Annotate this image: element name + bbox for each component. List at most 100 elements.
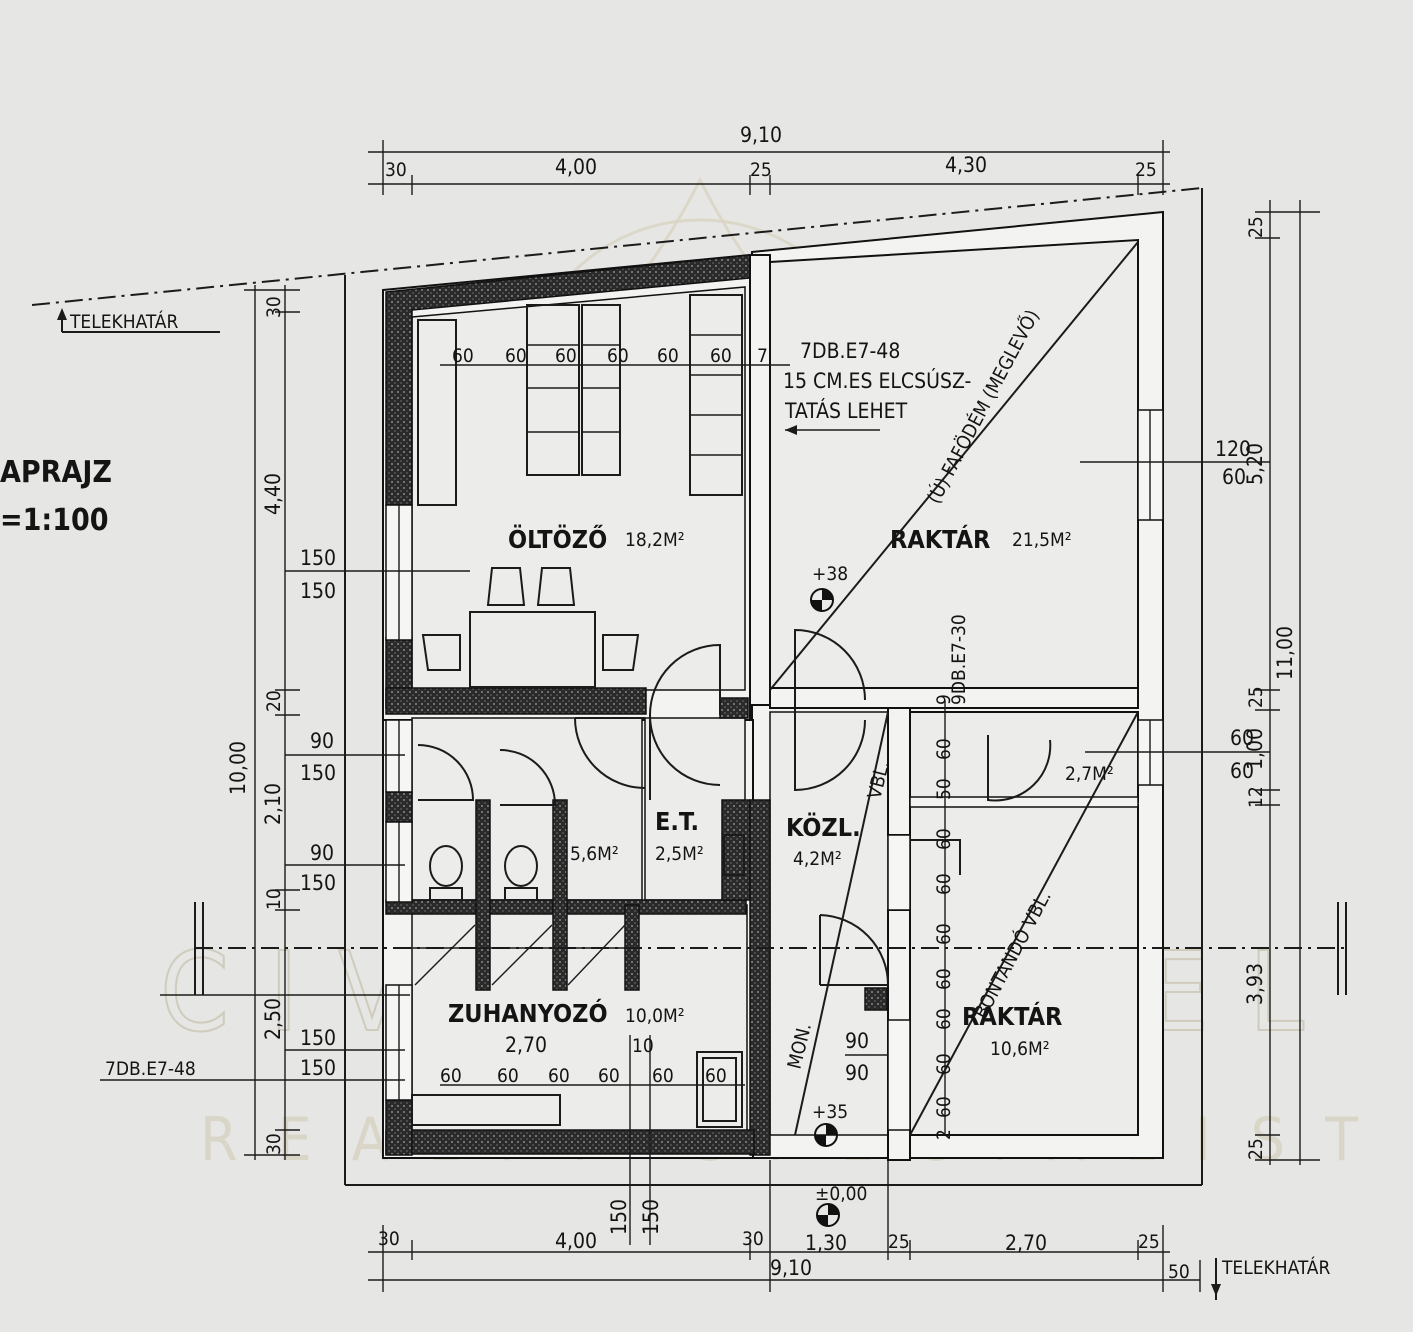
top-chain-5: 60: [657, 345, 679, 367]
top-dim-3: 25: [750, 159, 772, 181]
top-chain-3: 60: [555, 345, 577, 367]
bottom-dim-2: 4,00: [555, 1229, 597, 1253]
note-bottom-left: 7DB.E7-48: [105, 1058, 196, 1080]
right-dimensions: 25 5,20 25 1,00 12 3,93 25 11,00: [1243, 200, 1320, 1165]
win-60a: 60: [1222, 465, 1246, 489]
left-dim-1: 30: [263, 296, 285, 318]
furniture: [411, 294, 745, 1128]
w150f: 150: [300, 1056, 336, 1080]
room-et: E.T.: [655, 807, 699, 836]
room-raktar-2-area: 10,6M²: [990, 1038, 1050, 1060]
room-labels: ÖLTÖZŐ 18,2M² RAKTÁR 21,5M² 5,6M² E.T. 2…: [448, 524, 1114, 1060]
w150e: 150: [300, 1026, 336, 1050]
level-2: +35: [812, 1101, 848, 1123]
top-total-dim: 9,10: [740, 123, 782, 147]
level-3: ±0,00: [815, 1183, 867, 1205]
bottom-dim-6: 2,70: [1005, 1231, 1047, 1255]
note-3: TATÁS LEHET: [784, 398, 908, 423]
right-dim-4: 1,00: [1243, 728, 1267, 770]
bottom-chain-6: 60: [705, 1065, 727, 1087]
room-raktar-1-area: 21,5M²: [1012, 529, 1072, 551]
vert-chain-5: 60: [933, 873, 955, 895]
right-dim-6: 3,93: [1243, 963, 1267, 1005]
bottom-chain-5: 60: [652, 1065, 674, 1087]
left-total-dim-wrap: 10,00: [226, 741, 250, 795]
vert-chain-6: 60: [933, 923, 955, 945]
room-oltozo: ÖLTÖZŐ: [508, 524, 607, 554]
left-dim-4: 2,10: [261, 783, 285, 825]
bottom-chain-1: 60: [440, 1065, 462, 1087]
room-et-area: 2,5M²: [655, 843, 704, 865]
bottom-total-dim: 9,10: [770, 1256, 812, 1280]
w90a: 90: [310, 729, 334, 753]
vert-chain-4: 60: [933, 828, 955, 850]
top-chain-6: 60: [710, 345, 732, 367]
vert-chain-7: 60: [933, 968, 955, 990]
win-60b: 60: [1230, 726, 1254, 750]
room-kozl: KÖZL.: [786, 812, 861, 842]
bottom-dim-3: 30: [742, 1228, 764, 1250]
vert-chain-2: 60: [933, 738, 955, 760]
lintel-note: 9DB.E7-30: [948, 614, 970, 705]
bottom-dimensions: 30 4,00 30 1,30 25 2,70 25 9,10 50: [368, 1160, 1201, 1292]
bottom-dim-4: 1,30: [805, 1231, 847, 1255]
right-dim-7: 25: [1245, 1138, 1267, 1160]
left-dim-3: 20: [263, 690, 285, 712]
room-zuhanyozo-area: 10,0M²: [625, 1005, 685, 1027]
left-dimensions: 10,00 30 4,40 20 2,10 10 2,50 30: [226, 285, 300, 1160]
room-oltozo-area: 18,2M²: [625, 529, 685, 551]
right-dim-2: 5,20: [1243, 443, 1267, 485]
inner-dimensions: 120 60 60 60 150 150 90 150 90 150 150 1…: [300, 345, 1254, 1235]
left-total-dim: 10,00: [226, 741, 250, 795]
note-2: 15 CM.ES ELCSÚSZ-: [783, 368, 971, 393]
room-raktar-1: RAKTÁR: [890, 525, 990, 554]
w10: 10: [632, 1035, 654, 1057]
vert-chain-8: 60: [933, 1008, 955, 1030]
w150b: 150: [300, 579, 336, 603]
telekhatar-right: TELEKHATÁR: [1221, 1256, 1330, 1279]
bottom-dim-1: 30: [378, 1228, 400, 1250]
room-wc-area: 5,6M²: [570, 843, 619, 865]
top-chain-1: 60: [452, 345, 474, 367]
vert-chain-10: 60: [933, 1096, 955, 1118]
annotation-lines: [100, 241, 1347, 1245]
doors: [417, 628, 1052, 986]
left-dim-7: 30: [263, 1133, 285, 1155]
note-1: 7DB.E7-48: [800, 339, 900, 363]
w150h: 150: [639, 1199, 663, 1235]
top-dim-2: 4,00: [555, 155, 597, 179]
room-raktar-2: RAKTÁR: [962, 1002, 1062, 1031]
left-dim-6: 2,50: [261, 998, 285, 1040]
level-1: +38: [812, 563, 848, 585]
top-dimensions: 9,10 30 4,00 25 4,30 25: [368, 123, 1170, 195]
win-120: 120: [1215, 437, 1251, 461]
bottom-chain-4: 60: [598, 1065, 620, 1087]
room-small-area: 2,7M²: [1065, 763, 1114, 785]
right-dim-3: 25: [1245, 686, 1267, 708]
room-zuhanyozo: ZUHANYOZÓ: [448, 998, 608, 1028]
right-dim-1: 25: [1245, 216, 1267, 238]
w90b: 90: [310, 841, 334, 865]
w150c: 150: [300, 761, 336, 785]
top-chain-7: 7: [757, 345, 768, 367]
w150g: 150: [607, 1199, 631, 1235]
w270: 2,70: [505, 1033, 547, 1057]
left-dim-5: 10: [263, 888, 285, 910]
property-boundary: TELEKHATÁR TELEKHATÁR: [31, 187, 1330, 1300]
bottom-chain-3: 60: [548, 1065, 570, 1087]
vert-chain-9: 60: [933, 1053, 955, 1075]
bottom-dim-50: 50: [1168, 1261, 1190, 1283]
top-dim-4: 4,30: [945, 153, 987, 177]
w150d: 150: [300, 871, 336, 895]
top-chain-4: 60: [607, 345, 629, 367]
right-total-dim: 11,00: [1273, 626, 1297, 680]
w150a: 150: [300, 546, 336, 570]
win-60c: 60: [1230, 759, 1254, 783]
bottom-dim-5: 25: [888, 1231, 910, 1253]
vert-chain-1: 9: [933, 694, 955, 705]
room-kozl-area: 4,2M²: [793, 848, 842, 870]
left-dim-2: 4,40: [261, 473, 285, 515]
side-title-2: =1:100: [0, 503, 109, 538]
bottom-chain-2: 60: [497, 1065, 519, 1087]
